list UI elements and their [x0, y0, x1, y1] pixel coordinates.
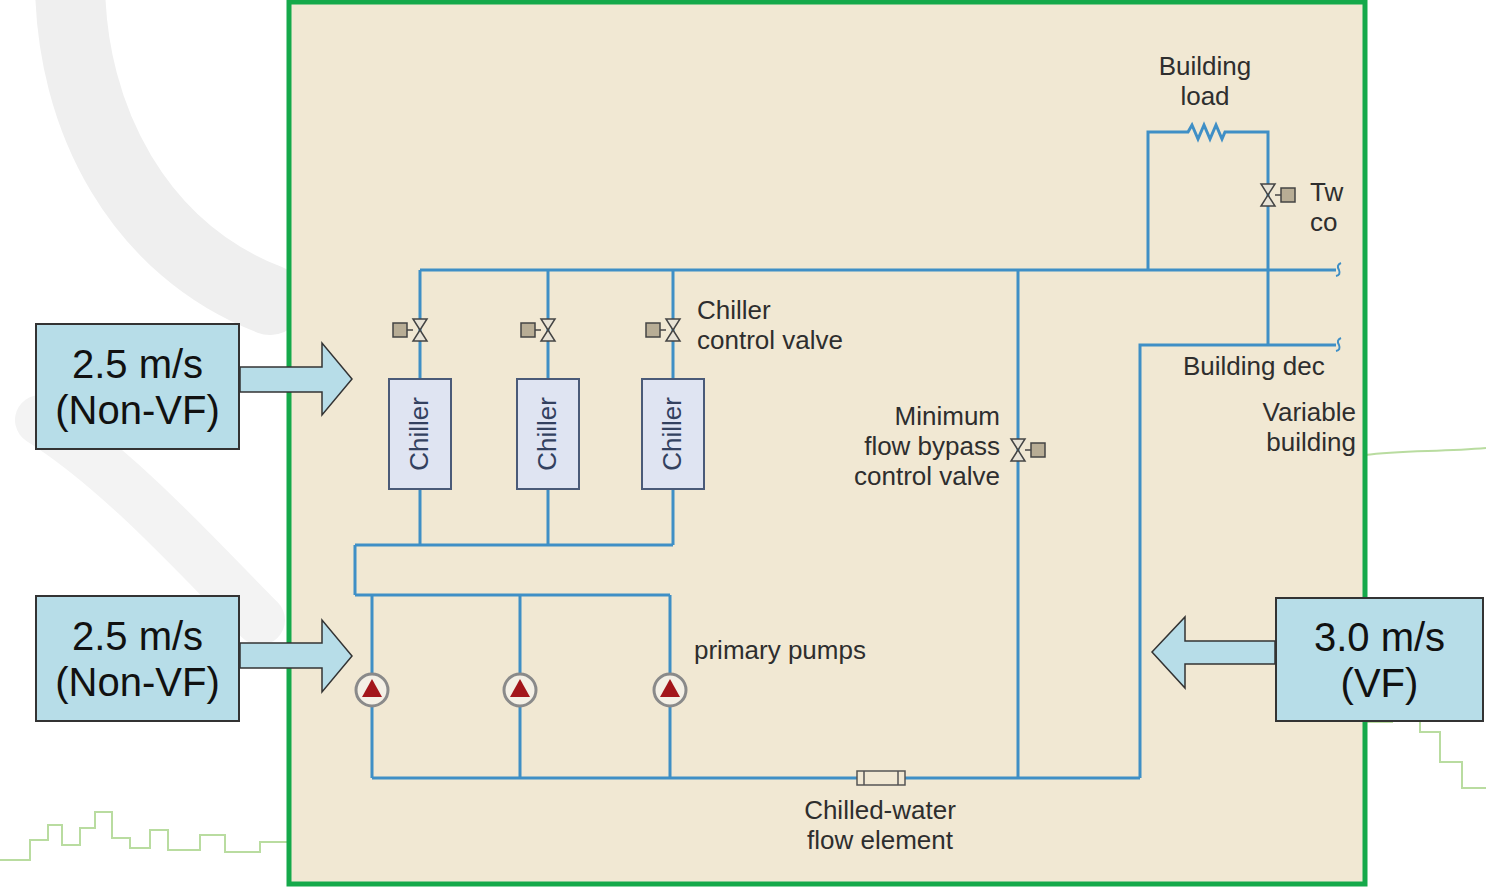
chiller-box: Chiller	[516, 378, 580, 490]
chiller-label: Chiller	[405, 397, 435, 471]
callout-box: 2.5 m/s (Non-VF)	[35, 323, 240, 450]
pipe-break	[1336, 263, 1341, 351]
diagram-label: Building load	[1150, 52, 1260, 112]
watermark	[40, 0, 270, 620]
diagram-label: primary pumps	[694, 636, 866, 666]
diagram-label: Minimum flow bypass control valve	[850, 402, 1000, 492]
chiller-label: Chiller	[533, 397, 563, 471]
chiller-label: Chiller	[658, 397, 688, 471]
callout-arrow	[240, 343, 1275, 692]
diagram-label: Variable building	[1256, 398, 1356, 458]
chiller-box: Chiller	[641, 378, 705, 490]
callout-box: 3.0 m/s (VF)	[1275, 597, 1484, 722]
pump-symbol	[356, 674, 686, 706]
flow-element	[857, 771, 905, 785]
callout-text: 3.0 m/s (VF)	[1287, 614, 1472, 706]
callout-text: 2.5 m/s (Non-VF)	[47, 613, 228, 705]
diagram-label: Building dec	[1183, 352, 1325, 382]
callout-box: 2.5 m/s (Non-VF)	[35, 595, 240, 722]
diagram-label: Tw co	[1310, 178, 1352, 238]
schematic-panel	[289, 2, 1365, 884]
diagram-label: Chiller control valve	[697, 296, 849, 356]
chiller-box: Chiller	[388, 378, 452, 490]
callout-text: 2.5 m/s (Non-VF)	[47, 341, 228, 433]
diagram-label: Chilled-water flow element	[800, 796, 960, 856]
chilled-water-piping	[355, 125, 1336, 778]
